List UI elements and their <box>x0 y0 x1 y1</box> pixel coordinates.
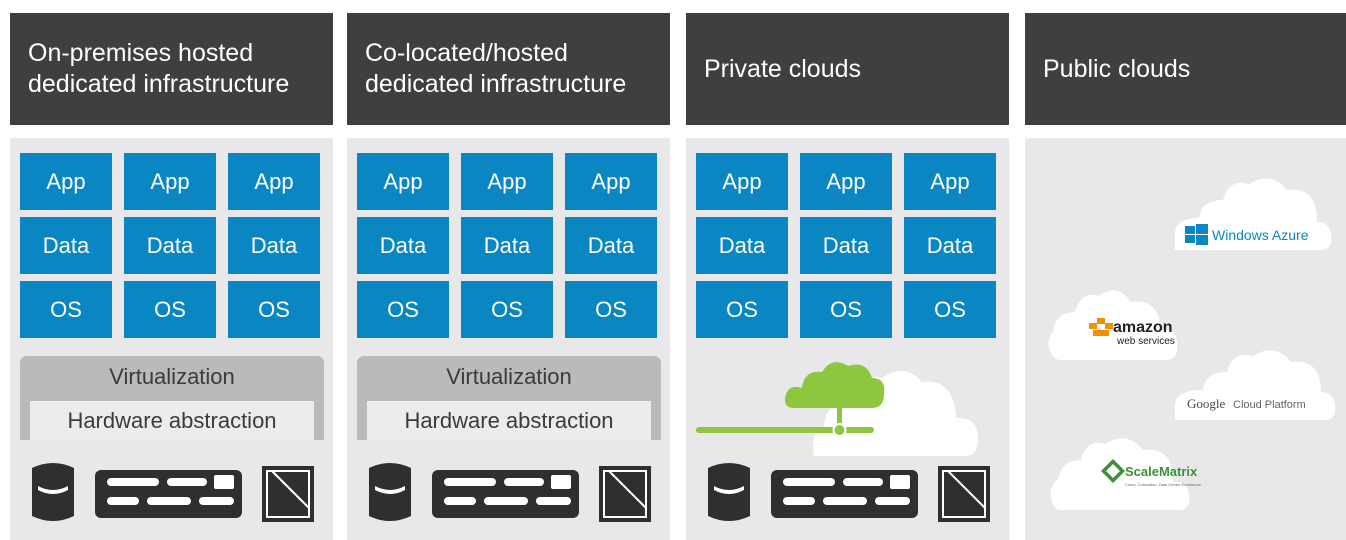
os-tile: OS <box>228 281 320 338</box>
storage-icon <box>599 466 651 522</box>
os-tile: OS <box>696 281 788 338</box>
data-tile: Data <box>20 217 112 274</box>
data-tile: Data <box>461 217 553 274</box>
column-header: On-premises hosted dedicated infrastruct… <box>10 13 333 125</box>
hardware-icons <box>708 463 990 522</box>
os-tile: OS <box>800 281 892 338</box>
app-tile: App <box>20 153 112 210</box>
scalematrix-label: ScaleMatrix <box>1125 464 1198 479</box>
windows-azure-label: Windows Azure <box>1212 227 1309 243</box>
storage-icon <box>938 466 990 522</box>
os-tile: OS <box>20 281 112 338</box>
os-tile: OS <box>904 281 996 338</box>
app-tile: App <box>904 153 996 210</box>
scalematrix-tagline: Cloud. Colocation. Data Center Excellenc… <box>1125 482 1202 487</box>
column-panel: Windows Azure amazon web services Google <box>1025 138 1346 540</box>
column-panel: App App App Data Data Data OS OS OS Virt… <box>10 138 333 540</box>
column-title: On-premises hosted dedicated infrastruct… <box>28 39 290 98</box>
google-label: Google <box>1187 396 1226 411</box>
hardware-abstraction-layer: Hardware abstraction <box>30 401 314 441</box>
data-tile: Data <box>565 217 657 274</box>
app-tile: App <box>124 153 216 210</box>
app-tile: App <box>800 153 892 210</box>
scalematrix-logo-icon <box>1101 459 1125 483</box>
scalematrix-cloud: ScaleMatrix Cloud. Colocation. Data Cent… <box>1050 438 1202 510</box>
hardware-icons <box>32 463 314 522</box>
os-tile: OS <box>461 281 553 338</box>
data-tile: Data <box>800 217 892 274</box>
aws-label-amazon: amazon <box>1113 319 1173 336</box>
aws-label-web-services: web services <box>1116 336 1175 347</box>
column-title: Co-located/hosted dedicated infrastructu… <box>365 39 627 98</box>
virtualization-label: Virtualization <box>446 364 572 389</box>
public-cloud-providers: Windows Azure amazon web services Google <box>1048 178 1336 510</box>
database-icon <box>32 463 74 521</box>
column-header: Public clouds <box>1025 13 1346 125</box>
app-tile: App <box>228 153 320 210</box>
column-title: Private clouds <box>704 54 862 83</box>
column-header: Private clouds <box>686 13 1009 125</box>
cloud-icon <box>696 362 978 456</box>
app-tile: App <box>565 153 657 210</box>
app-tile: App <box>461 153 553 210</box>
os-tile: OS <box>124 281 216 338</box>
virtualization-layer: Virtualization Hardware abstraction <box>20 356 324 441</box>
windows-azure-cloud: Windows Azure <box>1175 178 1332 250</box>
os-tile: OS <box>565 281 657 338</box>
server-icon <box>771 470 918 518</box>
data-tile: Data <box>904 217 996 274</box>
data-tile: Data <box>124 217 216 274</box>
cloud-platform-label: Cloud Platform <box>1233 399 1306 411</box>
column-panel: App App App Data Data Data OS OS OS Virt… <box>347 138 670 540</box>
column-panel: App App App Data Data Data OS OS OS <box>686 138 1009 540</box>
private-cloud-graphic <box>696 362 978 456</box>
hardware-abstraction-layer: Hardware abstraction <box>367 401 651 441</box>
database-icon <box>369 463 411 521</box>
virtualization-layer: Virtualization Hardware abstraction <box>357 356 661 441</box>
os-tile: OS <box>357 281 449 338</box>
windows-logo-icon <box>1185 224 1208 245</box>
column-header: Co-located/hosted dedicated infrastructu… <box>347 13 670 125</box>
app-tile: App <box>696 153 788 210</box>
app-tile: App <box>357 153 449 210</box>
data-tile: Data <box>228 217 320 274</box>
aws-logo-icon <box>1089 318 1113 336</box>
virtualization-label: Virtualization <box>109 364 235 389</box>
data-tile: Data <box>357 217 449 274</box>
server-icon <box>95 470 242 518</box>
storage-icon <box>262 466 314 522</box>
column-title: Public clouds <box>1043 54 1191 83</box>
amazon-web-services-cloud: amazon web services <box>1048 290 1178 360</box>
database-icon <box>708 463 750 521</box>
google-cloud-platform-cloud: Google Cloud Platform <box>1175 350 1336 420</box>
server-icon <box>432 470 579 518</box>
data-tile: Data <box>696 217 788 274</box>
hardware-icons <box>369 463 651 522</box>
